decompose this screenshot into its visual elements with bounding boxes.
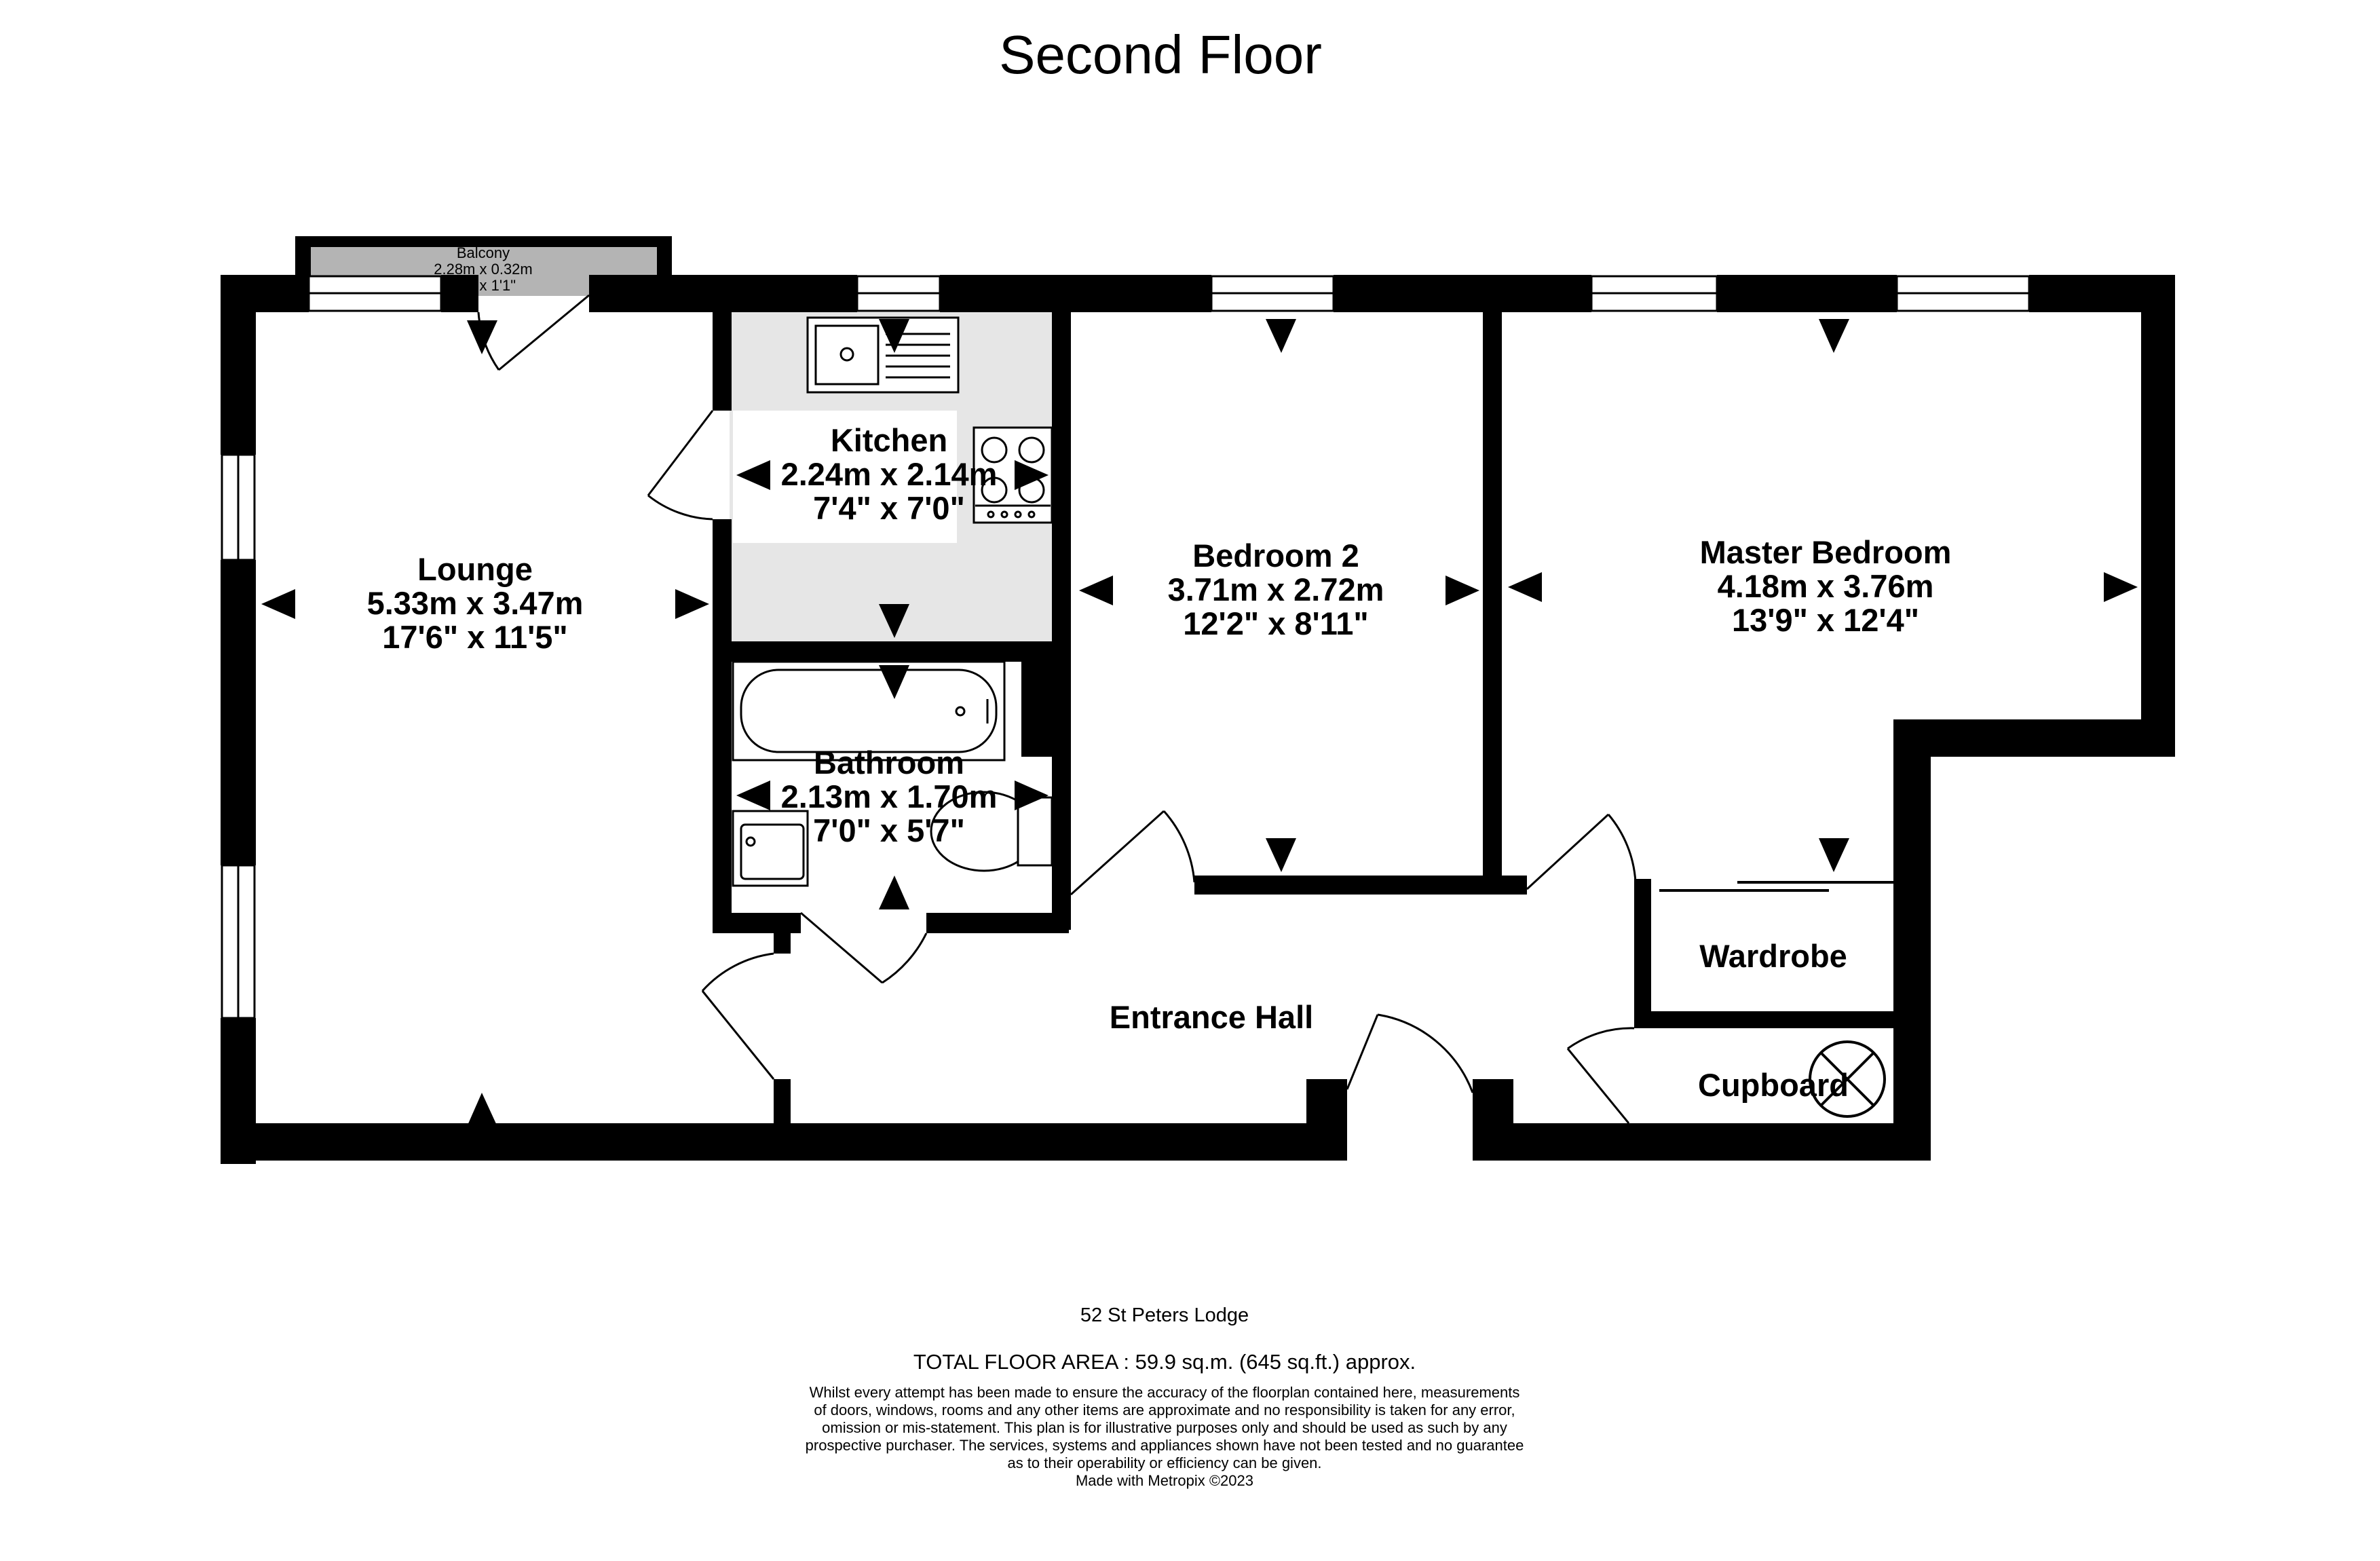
basin-icon: [732, 810, 809, 887]
hob-icon: [972, 426, 1053, 524]
bath-icon: [732, 660, 1006, 761]
balcony-dim-m: 2.28m x 0.32m: [434, 261, 533, 278]
balcony-name: Balcony: [457, 244, 510, 261]
total-floor-area: TOTAL FLOOR AREA : 59.9 sq.m. (645 sq.ft…: [913, 1350, 1416, 1374]
door-bedroom2: [1070, 810, 1196, 896]
doors: [477, 294, 1637, 1124]
door-lounge-hall: [701, 952, 775, 1080]
disclaimer-line: omission or mis-statement. This plan is …: [822, 1419, 1507, 1436]
credit: Made with Metropix ©2023: [1076, 1472, 1253, 1489]
boiler-icon: [1809, 1040, 1886, 1118]
label-bathroom: Bathroom 2.13m x 1.70m 7'0" x 5'7": [781, 745, 998, 848]
kitchen-dim-m: 2.24m x 2.14m: [781, 456, 998, 492]
bedroom2-dim-ft: 12'2" x 8'11": [1183, 605, 1368, 641]
lounge-name: Lounge: [417, 551, 533, 587]
label-bedroom-2: Bedroom 2 3.71m x 2.72m 12'2" x 8'11": [1168, 538, 1384, 641]
page-title: Second Floor: [999, 24, 1322, 85]
dimension-arrows: [261, 319, 2138, 1127]
cupboard-name: Cupboard: [1698, 1067, 1849, 1103]
bedroom2-name: Bedroom 2: [1192, 538, 1359, 573]
bathroom-dim-ft: 7'0" x 5'7": [813, 812, 965, 848]
door-master: [1526, 813, 1637, 890]
label-balcony: Balcony 2.28m x 0.32m 7'6" x 1'1": [434, 244, 533, 294]
bedroom2-dim-m: 3.71m x 2.72m: [1168, 571, 1384, 607]
door-kitchen: [647, 410, 714, 521]
disclaimer-line: of doors, windows, rooms and any other i…: [814, 1402, 1515, 1418]
disclaimer-line: prospective purchaser. The services, sys…: [806, 1437, 1524, 1454]
balcony-dim-ft: 7'6" x 1'1": [451, 277, 516, 294]
wardrobe-sliding-doors: [1659, 881, 1893, 892]
door-bathroom: [800, 911, 928, 984]
address: 52 St Peters Lodge: [1080, 1304, 1249, 1326]
door-balcony: [477, 294, 590, 371]
label-kitchen: Kitchen 2.24m x 2.14m 7'4" x 7'0": [781, 422, 998, 526]
toilet-icon: [930, 791, 1053, 872]
bathroom-name: Bathroom: [814, 745, 964, 780]
disclaimer-line: Whilst every attempt has been made to en…: [810, 1384, 1520, 1401]
kitchen-dim-ft: 7'4" x 7'0": [813, 490, 965, 526]
master-dim-m: 4.18m x 3.76m: [1718, 568, 1934, 604]
lounge-dim-m: 5.33m x 3.47m: [367, 585, 584, 621]
wardrobe-name: Wardrobe: [1699, 938, 1847, 974]
walls: [221, 236, 2175, 1164]
lounge-dim-ft: 17'6" x 11'5": [382, 619, 567, 655]
door-cupboard: [1566, 1027, 1635, 1124]
master-dim-ft: 13'9" x 12'4": [1732, 602, 1919, 638]
label-master-bedroom: Master Bedroom 4.18m x 3.76m 13'9" x 12'…: [1700, 534, 1952, 638]
disclaimer-line: as to their operability or efficiency ca…: [1007, 1454, 1321, 1471]
entrance-hall-name: Entrance Hall: [1110, 999, 1313, 1035]
door-entrance: [1346, 1013, 1474, 1093]
label-lounge: Lounge 5.33m x 3.47m 17'6" x 11'5": [367, 551, 584, 655]
kitchen-sink: [806, 316, 960, 394]
footer: 52 St Peters Lodge TOTAL FLOOR AREA : 59…: [806, 1304, 1524, 1489]
kitchen-name: Kitchen: [831, 422, 947, 458]
master-name: Master Bedroom: [1700, 534, 1952, 570]
bathroom-dim-m: 2.13m x 1.70m: [781, 778, 998, 814]
